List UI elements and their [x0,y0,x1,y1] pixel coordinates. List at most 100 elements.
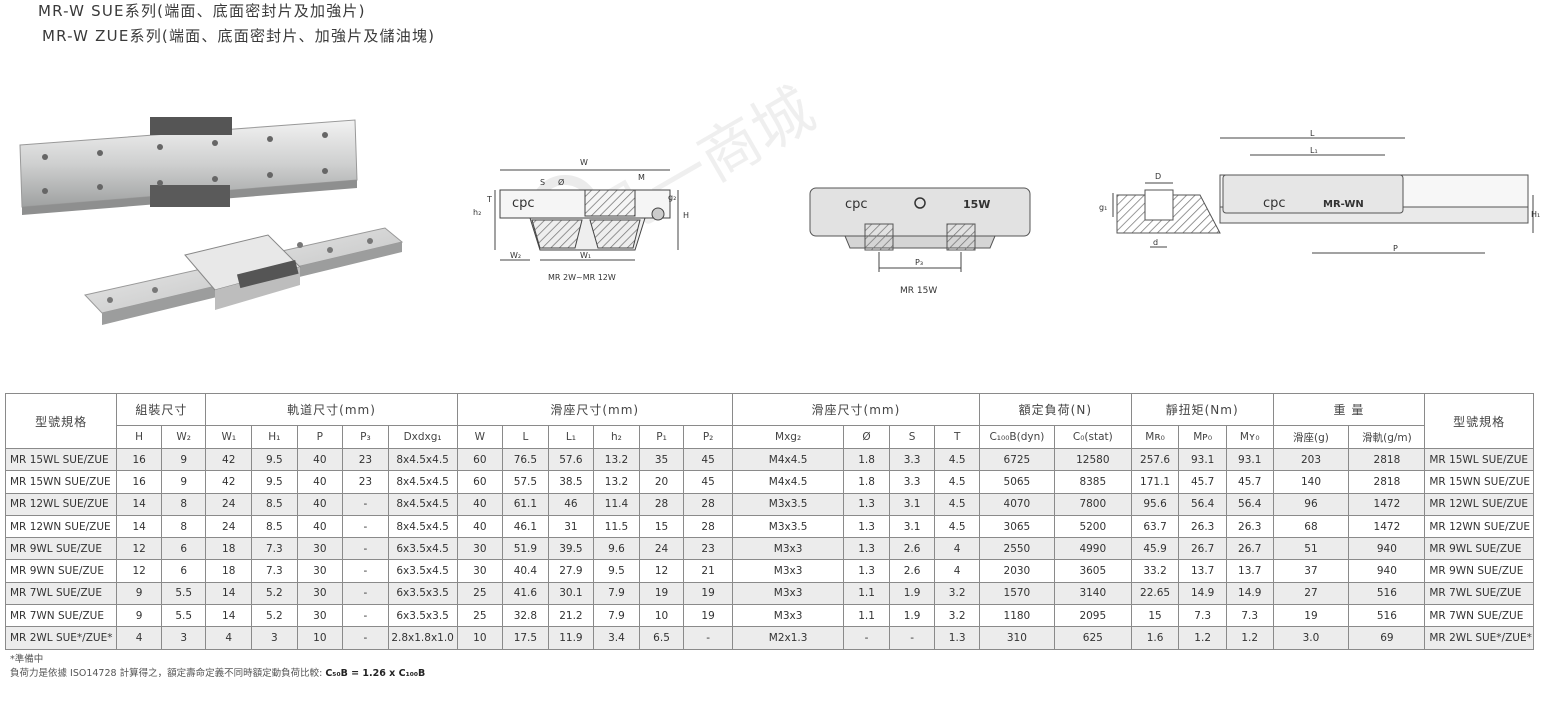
table-cell: 2030 [978,559,1055,583]
table-cell: 42 [205,470,253,494]
model-cell-right: MR 7WN SUE/ZUE [1424,604,1534,628]
spec-table: 型號規格 組裝尺寸 軌道尺寸(mm) 滑座尺寸(mm) 滑座尺寸(mm) 額定負… [4,393,1534,650]
table-cell: 2818 [1348,470,1426,494]
table-cell: 140 [1272,470,1350,494]
table-cell: 8 [160,492,207,516]
table-cell: 3.1 [888,492,936,516]
table-cell: 19 [683,581,733,606]
table-cell: 46.1 [502,514,549,539]
svg-text:T: T [486,195,492,204]
svg-text:S: S [540,178,545,187]
svg-text:L: L [1310,129,1315,138]
table-cell: 203 [1272,447,1350,472]
table-cell: 7.3 [1178,604,1227,628]
table-cell: - [888,626,936,650]
sub-header-cell: W₁ [205,425,253,449]
model-cell: MR 7WL SUE/ZUE [4,581,118,606]
header-model: 型號規格 [4,393,118,449]
table-cell: 1.6 [1130,626,1180,650]
sub-header-cell: Ø [843,425,890,449]
header-block-2: 滑座尺寸(mm) [731,393,980,426]
table-cell: 12 [116,537,162,561]
table-cell: 9 [116,581,162,606]
table-cell: 12 [116,559,162,583]
table-cell: 6.5 [638,626,685,650]
table-cell: 171.1 [1130,470,1180,494]
header-model-right: 型號規格 [1424,393,1534,449]
table-cell: 4 [934,559,980,583]
table-cell: 41.6 [502,581,549,606]
sub-header-cell: Dxdxg₁ [387,425,458,449]
model-cell-right: MR 12WN SUE/ZUE [1424,514,1534,539]
table-cell: 13.7 [1178,559,1227,583]
table-cell: 310 [978,626,1055,650]
table-cell: - [342,559,389,583]
model-cell: MR 12WN SUE/ZUE [4,514,118,539]
table-cell: 4990 [1053,537,1132,561]
sub-header-cell: W₂ [160,425,207,449]
table-cell: 28 [683,514,733,539]
table-cell: 39.5 [547,537,595,561]
table-cell: 69 [1348,626,1426,650]
table-cell: 2818 [1348,447,1426,472]
table-cell: 8.5 [251,514,298,539]
table-cell: 32.8 [502,604,549,628]
table-cell: 22.65 [1130,581,1180,606]
load-note: 負荷力是依據 ISO14728 計算得之，額定壽命定義不同時額定動負荷比較: C… [10,665,425,679]
table-cell: 45.7 [1225,470,1274,494]
table-cell: 1570 [978,581,1055,606]
table-cell: 3140 [1053,581,1132,606]
table-cell: 8.5 [251,492,298,516]
table-cell: 4 [116,626,162,650]
product-photo [19,117,404,325]
table-cell: 45.7 [1178,470,1227,494]
table-cell: 40 [296,470,344,494]
table-cell: 1.9 [888,581,936,606]
table-cell: 3 [251,626,298,650]
table-cell: 31 [547,514,595,539]
svg-text:g₁: g₁ [1099,203,1107,212]
table-cell: 24 [205,514,253,539]
preparing-note: *準備中 [10,654,44,665]
table-cell: - [342,581,389,606]
sub-header-cell: 滑軌(g/m) [1348,425,1426,449]
table-cell: 61.1 [502,492,549,516]
svg-text:H: H [683,211,689,220]
table-cell: 17.5 [502,626,549,650]
table-cell: 51.9 [502,537,549,561]
table-cell: 1.8 [843,447,890,472]
svg-text:MR 2W~MR 12W: MR 2W~MR 12W [548,273,616,282]
table-cell: 30 [456,537,504,561]
sub-header-cell: T [934,425,980,449]
table-cell: 1.1 [843,581,890,606]
mr15w-front-diagram: cpc 15W P₃ MR 15W [809,187,1031,296]
table-cell: 56.4 [1178,492,1227,516]
table-cell: 28 [683,492,733,516]
sub-header-cell: H [116,425,162,449]
table-cell: 3.1 [888,514,936,539]
table-cell: 24 [638,537,685,561]
svg-text:L₁: L₁ [1310,146,1318,155]
series-title-sue: MR-W SUE系列(端面、底面密封片及加強片) [38,2,366,20]
table-cell: - [342,537,389,561]
table-cell: 19 [683,604,733,628]
table-cell: 27 [1272,581,1350,606]
table-cell: 11.5 [593,514,640,539]
table-cell: 14.9 [1225,581,1274,606]
sub-header-cell: P₂ [683,425,733,449]
table-cell: 4.5 [934,492,980,516]
svg-text:g₂: g₂ [668,193,676,202]
table-cell: 3.0 [1272,626,1350,650]
table-cell: 33.2 [1130,559,1180,583]
table-cell: 3605 [1053,559,1132,583]
svg-text:M: M [638,173,645,182]
svg-text:P: P [1393,244,1398,253]
table-cell: 3065 [978,514,1055,539]
svg-text:h₂: h₂ [473,208,481,217]
table-cell: 19 [1272,604,1350,628]
table-cell: - [342,626,389,650]
table-cell: 26.3 [1225,514,1274,539]
svg-text:H₁: H₁ [1531,210,1540,219]
